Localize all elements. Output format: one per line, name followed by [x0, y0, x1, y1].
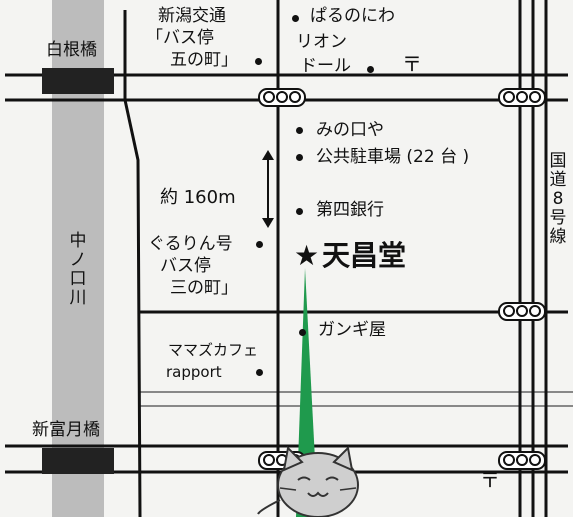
place-rion-line2: ドール	[300, 56, 351, 76]
route8-label-char: 国	[549, 151, 567, 171]
route8-label-char: 線	[549, 227, 567, 247]
bus-stop-gururin-line2: バス停	[160, 256, 211, 276]
bus-stop-niigata-line3: 五の町」	[170, 50, 238, 70]
post-office-icon: 〒	[480, 468, 500, 492]
place-marker-icon	[299, 329, 306, 336]
distance-arrow-icon	[262, 150, 274, 228]
bus-stop-niigata-line2: 「バス停	[146, 28, 214, 48]
cafe-line2: rapport	[166, 363, 222, 381]
bridge-label-shintomizuki: 新富月橋	[32, 420, 100, 440]
bridge-label-shirane: 白根橋	[46, 40, 97, 60]
route8-label-char: 道	[549, 170, 567, 190]
bus-stop-gururin-line1: ぐるりん号	[148, 234, 233, 254]
route8-label-char: 号	[549, 208, 567, 228]
bus-stop-marker-icon	[256, 241, 263, 248]
bus-stop-gururin-line3: 三の町」	[170, 278, 238, 298]
river-label-char: 川	[69, 288, 87, 308]
river-label-char: 口	[69, 269, 87, 289]
place-paru-no-niwa: ぱるのにわ	[310, 6, 395, 26]
route8-label: 国 道 8 号 線	[545, 152, 571, 247]
traffic-signal-icon	[258, 88, 306, 107]
destination-star-icon: ★	[294, 239, 320, 272]
place-marker-icon	[296, 154, 303, 161]
bus-stop-marker-icon	[255, 58, 262, 65]
bridge-bottom	[42, 448, 114, 474]
distance-label: 約 160m	[160, 187, 236, 208]
place-marker-icon	[256, 369, 263, 376]
cafe-line1: ママズカフェ	[168, 341, 259, 359]
destination-tenshodo: 天昌堂	[322, 239, 407, 272]
river-label: 中 ノ 口 川	[67, 232, 89, 308]
traffic-signal-icon	[498, 451, 546, 470]
place-bank: 第四銀行	[316, 200, 384, 220]
place-ganjiya: ガンギ屋	[318, 320, 386, 340]
place-marker-icon	[367, 66, 374, 73]
bus-stop-niigata-line1: 新潟交通	[158, 6, 226, 26]
place-marker-icon	[296, 208, 303, 215]
river-label-char: 中	[69, 231, 87, 251]
cat-mascot-icon	[257, 445, 359, 517]
riverside-road	[123, 10, 142, 517]
place-rion-line1: リオン	[296, 32, 347, 52]
traffic-signal-icon	[498, 88, 546, 107]
traffic-signal-icon	[498, 302, 546, 321]
place-minoguchiya: みの口や	[316, 120, 384, 140]
bridge-top	[42, 68, 114, 94]
place-parking: 公共駐車場 (22 台 )	[316, 147, 470, 167]
river-label-char: ノ	[69, 250, 87, 270]
post-office-icon: 〒	[402, 52, 422, 76]
place-marker-icon	[296, 127, 303, 134]
route8-label-char: 8	[552, 189, 564, 209]
place-marker-icon	[292, 15, 299, 22]
